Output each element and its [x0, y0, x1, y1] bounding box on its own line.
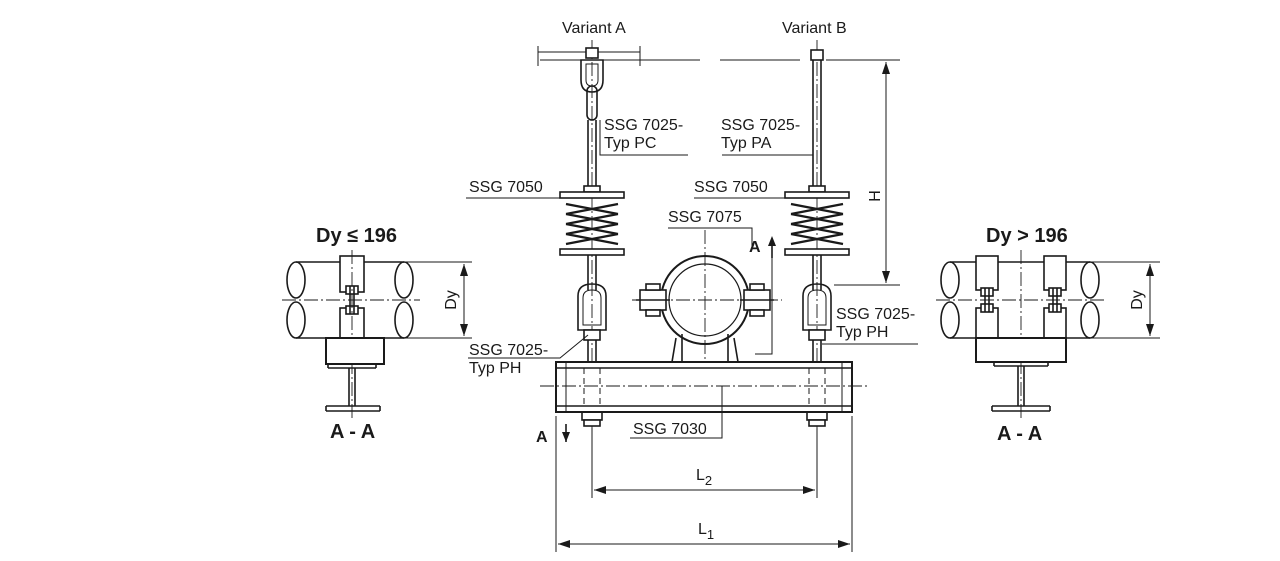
ssg7025-ph-left-leader — [468, 334, 589, 359]
section-view-large: Dy > 196 Dy A - A — [936, 225, 1160, 445]
pipe-clamp — [632, 227, 782, 372]
ssg7025-ph-right-label-line2: Typ PH — [836, 324, 888, 341]
ssg7025-pa-label-line2: Typ PA — [721, 135, 772, 152]
dimension-h — [826, 59, 900, 286]
section-small-heading: Dy ≤ 196 — [316, 225, 397, 247]
support-beam — [540, 361, 870, 439]
ssg7030-label: SSG 7030 — [633, 421, 707, 438]
ssg7050-right-label: SSG 7050 — [694, 179, 768, 196]
hanger-rod-variant-b — [722, 40, 850, 430]
dimension-h-label: H — [867, 190, 884, 202]
section-marker-bottom: A — [536, 429, 548, 446]
dimension-l1-label: L1 — [698, 521, 714, 542]
dimension-l2-label: L2 — [696, 467, 712, 488]
spring-variant-a — [559, 191, 625, 256]
ssg7050-left-label: SSG 7050 — [469, 179, 543, 196]
ssg7025-pc-label-line1: SSG 7025- — [604, 117, 683, 134]
variant-b-label: Variant B — [782, 20, 847, 37]
section-view-small: Dy ≤ 196 Dy A - A — [282, 225, 472, 443]
dimension-dy-right-label: Dy — [1129, 290, 1146, 310]
section-small-caption: A - A — [330, 421, 375, 443]
ssg7025-ph-right-label-line1: SSG 7025- — [836, 306, 915, 323]
ssg7075-label: SSG 7075 — [668, 209, 742, 226]
ssg7025-pc-label-line2: Typ PC — [604, 135, 656, 152]
variant-a-label: Variant A — [562, 20, 626, 37]
dimension-l1 — [555, 416, 853, 552]
section-large-caption: A - A — [997, 423, 1042, 445]
dimension-l2 — [591, 428, 818, 498]
ssg7025-ph-left-label-line1: SSG 7025- — [469, 342, 548, 359]
hanger-rod-variant-a — [559, 40, 688, 430]
dimension-dy-left-label: Dy — [443, 290, 460, 310]
ssg7025-pa-label-line1: SSG 7025- — [721, 117, 800, 134]
main-view: Variant A Variant B — [466, 20, 918, 552]
section-large-heading: Dy > 196 — [986, 225, 1068, 247]
spring-variant-b — [784, 191, 850, 256]
section-marker — [562, 236, 776, 442]
section-marker-top: A — [749, 239, 761, 256]
ssg7025-ph-left-label-line2: Typ PH — [469, 360, 521, 377]
